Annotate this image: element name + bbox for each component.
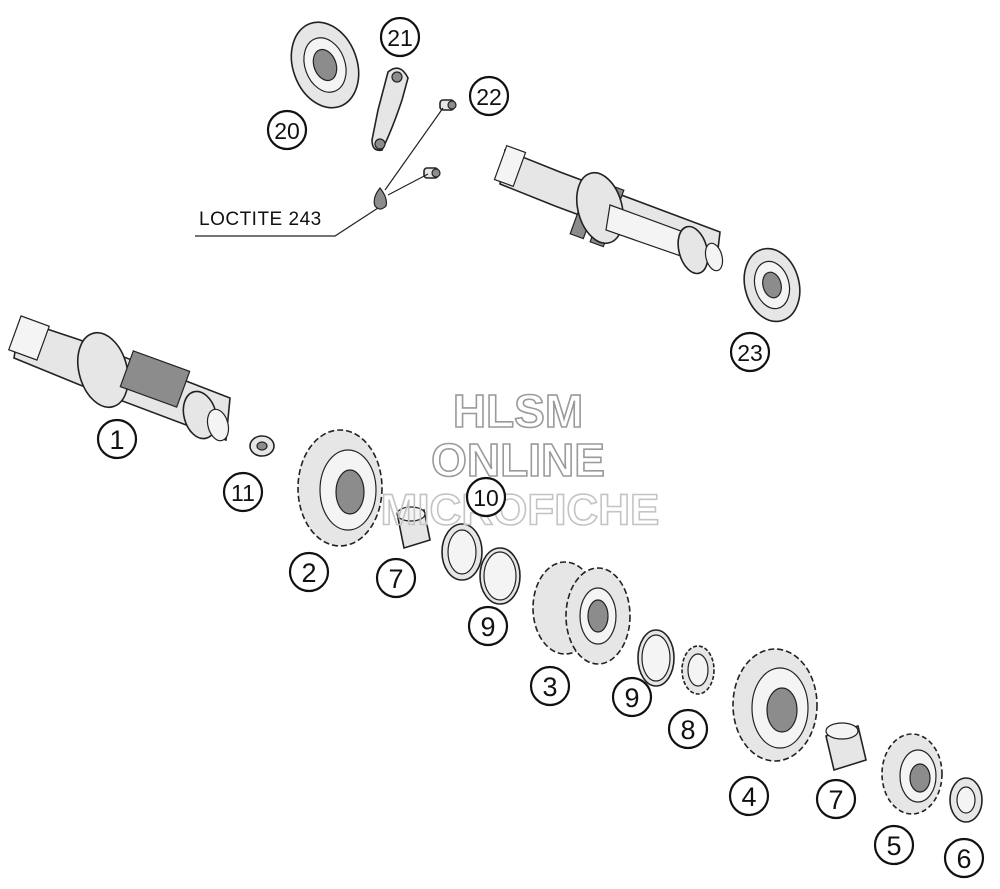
callout-label: 7 xyxy=(828,785,843,815)
callout-label: 4 xyxy=(741,782,756,812)
callout-label: 23 xyxy=(737,340,763,366)
bearing-part-20[interactable] xyxy=(280,13,370,118)
callout-label: 2 xyxy=(301,558,316,588)
callout-label: 20 xyxy=(274,118,300,144)
callout-4[interactable]: 4 xyxy=(728,775,770,817)
gear-part-5[interactable] xyxy=(881,733,943,815)
circlip-part-9-lower[interactable] xyxy=(637,629,675,687)
watermark-line-1: HLSM xyxy=(453,385,583,437)
callout-label: 9 xyxy=(480,612,495,642)
callout-9-upper[interactable]: 9 xyxy=(467,605,509,647)
needle-bearing-part-7-lower[interactable] xyxy=(825,722,867,772)
callout-label: 22 xyxy=(476,84,502,110)
callout-1[interactable]: 1 xyxy=(96,418,138,460)
callout-5[interactable]: 5 xyxy=(873,824,915,866)
bushing-part-11[interactable] xyxy=(249,435,275,457)
loctite-drop-icon xyxy=(373,187,387,210)
callout-label: 8 xyxy=(680,715,695,745)
callout-10[interactable]: 10 xyxy=(465,476,507,518)
circlip-part-9-upper[interactable] xyxy=(479,547,521,605)
callout-label: 9 xyxy=(624,683,639,713)
callout-2[interactable]: 2 xyxy=(288,551,330,593)
screw-part-22-lower[interactable] xyxy=(423,167,441,179)
callout-22[interactable]: 22 xyxy=(468,75,510,117)
callout-9-lower[interactable]: 9 xyxy=(611,676,653,718)
callout-label: 7 xyxy=(388,564,403,594)
callout-7-lower[interactable]: 7 xyxy=(815,778,857,820)
callout-11[interactable]: 11 xyxy=(222,471,264,513)
callout-6[interactable]: 6 xyxy=(943,837,985,879)
washer-part-8[interactable] xyxy=(681,645,715,695)
main-shaft-part-1[interactable] xyxy=(7,315,232,443)
callout-23[interactable]: 23 xyxy=(729,331,771,373)
gear-part-3[interactable] xyxy=(532,561,631,665)
gear-part-2[interactable] xyxy=(297,429,383,547)
washer-part-6[interactable] xyxy=(949,777,983,823)
gear-part-4[interactable] xyxy=(732,648,818,762)
callout-label: 21 xyxy=(387,25,413,51)
bearing-part-23[interactable] xyxy=(736,242,807,327)
callout-label: 10 xyxy=(473,485,499,511)
callout-20[interactable]: 20 xyxy=(266,109,308,151)
screw-part-22-upper[interactable] xyxy=(439,99,457,111)
callout-21[interactable]: 21 xyxy=(379,16,421,58)
loctite-annotation: LOCTITE 243 xyxy=(199,209,322,230)
callout-label: 3 xyxy=(542,672,557,702)
callout-8[interactable]: 8 xyxy=(667,708,709,750)
callout-3[interactable]: 3 xyxy=(529,665,571,707)
callout-label: 6 xyxy=(956,844,971,874)
callout-label: 11 xyxy=(231,480,255,506)
callout-label: 5 xyxy=(886,831,901,861)
washer-part-10[interactable] xyxy=(441,523,483,581)
watermark-line-2: ONLINE xyxy=(431,434,605,486)
callout-7-upper[interactable]: 7 xyxy=(375,557,417,599)
callout-label: 1 xyxy=(109,425,124,455)
retaining-plate-part-21[interactable] xyxy=(371,67,409,152)
watermark-line-3: MICROFICHE xyxy=(381,486,660,535)
needle-bearing-part-7-upper[interactable] xyxy=(396,506,431,550)
countershaft-assembly[interactable] xyxy=(493,144,725,277)
